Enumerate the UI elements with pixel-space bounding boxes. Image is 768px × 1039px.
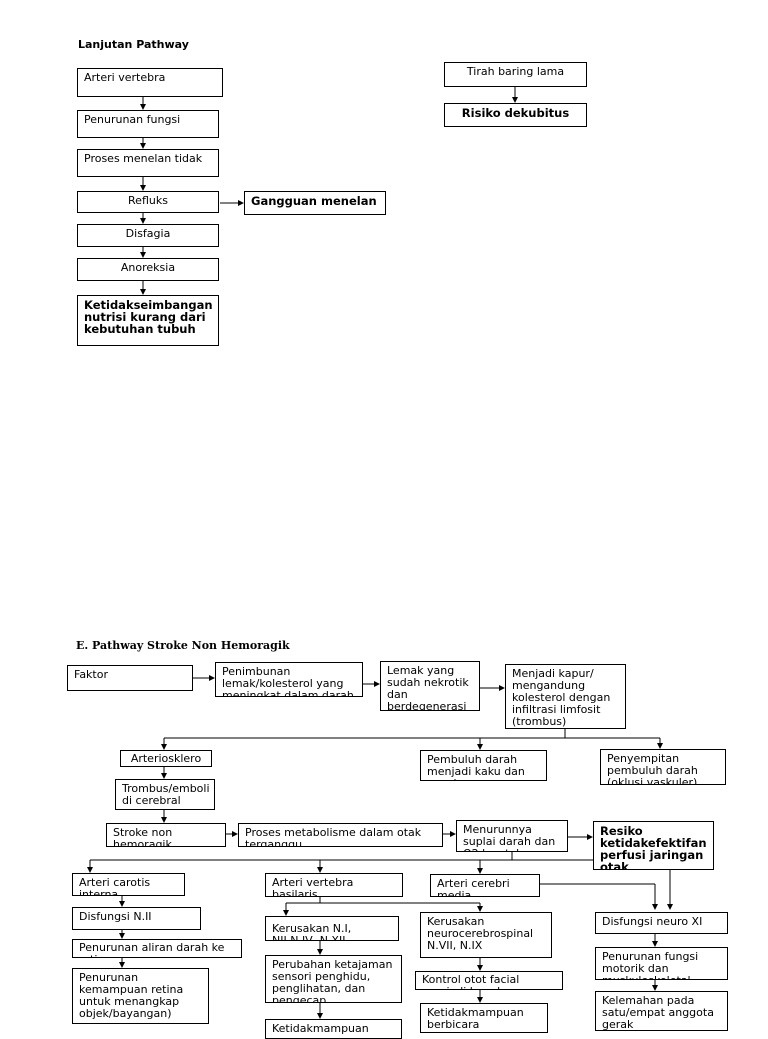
node-penimbunan: Penimbunan lemak/kolesterol yang meningk…	[215, 662, 363, 697]
node-penyempitan: Penyempitan pembuluh darah (oklusi vasku…	[600, 749, 726, 785]
node-disfagia: Disfagia	[77, 224, 219, 247]
node-penurunan-kemampuan-retina: Penurunan kemampuan retina untuk menangk…	[72, 968, 209, 1024]
node-penurunan-fungsi: Penurunan fungsi	[77, 110, 219, 138]
node-disfungsi-neuro-xi: Disfungsi neuro XI	[595, 912, 728, 934]
node-trombus: Trombus/emboli di cerebral	[115, 779, 215, 810]
node-kerusakan-neurocerebrospinal: Kerusakan neurocerebrospinal N.VII, N.IX	[420, 912, 552, 958]
node-ketidakmampuan-vertebra: Ketidakmampuan	[265, 1019, 402, 1039]
node-perubahan-ketajaman: Perubahan ketajaman sensori penghidu, pe…	[265, 955, 402, 1003]
node-ketidakseimbangan-nutrisi: Ketidakseimbangan nutrisi kurang dari ke…	[77, 295, 219, 346]
node-refluks: Refluks	[77, 191, 219, 213]
node-lemak: Lemak yang sudah nekrotik dan berdegener…	[380, 661, 480, 711]
node-anoreksia: Anoreksia	[77, 258, 219, 281]
node-disfungsi-nii: Disfungsi N.II	[72, 907, 201, 930]
node-stroke-non-hemoragik: Stroke non hemoragik	[106, 823, 226, 847]
node-penurunan-fungsi-motorik: Penurunan fungsi motorik dan muskuloskel…	[595, 947, 728, 980]
node-arteriosklero: Arteriosklero	[120, 750, 212, 767]
section-title-pathway-stroke: E. Pathway Stroke Non Hemoragik	[76, 639, 290, 652]
node-arteri-cerebri: Arteri cerebri media	[430, 874, 540, 897]
node-kapur: Menjadi kapur/ mengandung kolesterol den…	[505, 664, 626, 729]
node-proses-menelan: Proses menelan tidak	[77, 149, 219, 177]
node-risiko-dekubitus: Risiko dekubitus	[444, 103, 587, 127]
node-proses-metabolisme: Proses metabolisme dalam otak terganggu	[238, 823, 443, 847]
node-arteri-vertebra-basilaris: Arteri vertebra basilaris	[265, 873, 403, 897]
node-tirah-baring: Tirah baring lama	[444, 62, 587, 87]
node-kelemahan-anggota-gerak: Kelemahan pada satu/empat anggota gerak	[595, 991, 728, 1031]
section-title-lanjutan: Lanjutan Pathway	[78, 38, 189, 51]
node-resiko-perfusi: Resiko ketidakefektifan perfusi jaringan…	[593, 821, 714, 870]
node-faktor: Faktor	[67, 665, 193, 691]
node-gangguan-menelan: Gangguan menelan	[244, 191, 386, 215]
node-kerusakan-ni: Kerusakan N.I, NII,N.IV, N.XII	[265, 916, 399, 941]
node-pembuluh-kaku: Pembuluh darah menjadi kaku dan pecah	[420, 750, 547, 781]
node-arteri-carotis: Arteri carotis interna	[72, 873, 185, 896]
node-arteri-vertebra: Arteri vertebra	[77, 68, 223, 97]
node-penurunan-aliran: Penurunan aliran darah ke retina	[72, 939, 242, 958]
node-menurunnya-suplai: Menurunnya suplai darah dan O2 ke otak	[456, 820, 568, 852]
node-ketidakmampuan-berbicara: Ketidakmampuan berbicara	[420, 1003, 548, 1033]
node-kontrol-otot-facial: Kontrol otot facial menjadi lemah	[415, 971, 563, 990]
